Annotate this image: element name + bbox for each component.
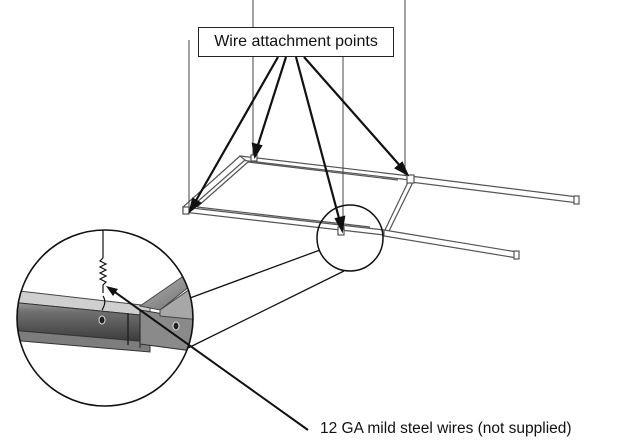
twisted-wire — [98, 230, 108, 311]
callout-arrows — [188, 56, 410, 234]
hanging-wires — [188, 0, 406, 230]
ceiling-frame — [181, 154, 580, 260]
wire-callout-arrow — [106, 286, 309, 431]
magnified-detail — [16, 229, 194, 407]
magnifier-connectors — [187, 249, 345, 349]
wire-spec-label: 12 GA mild steel wires (not supplied) — [320, 420, 572, 437]
attachment-points-label: Wire attachment points — [198, 27, 394, 57]
detail-locator-circle — [316, 204, 384, 272]
